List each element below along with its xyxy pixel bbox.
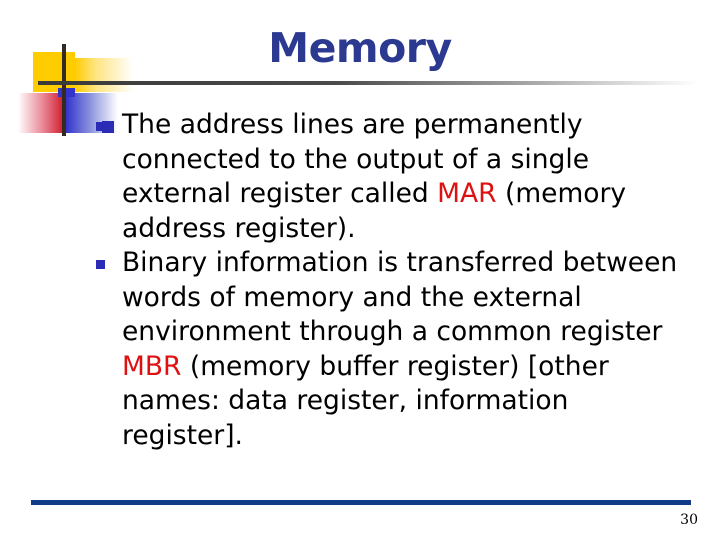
list-item: Binary information is transferred betwee…	[96, 246, 692, 453]
bullet-highlight-mbr: MBR	[122, 350, 182, 382]
bullet-text-segment: (memory address register).	[122, 178, 627, 244]
bullet-list: The address lines are permanently connec…	[96, 108, 692, 453]
blue-small-bar-icon	[58, 88, 75, 97]
bullet-text: The address lines are permanently connec…	[122, 108, 692, 246]
bullet-square-icon	[96, 246, 122, 269]
bullet-text: Binary information is transferred betwee…	[122, 246, 692, 453]
bullet-square-icon	[96, 108, 122, 131]
page-number: 30	[680, 512, 698, 528]
footer-rule	[31, 500, 691, 505]
red-gradient-square-icon	[18, 93, 66, 133]
title-underline-rule	[38, 81, 698, 85]
bullet-text-segment: (memory buffer register) [other names: d…	[122, 350, 609, 451]
list-item: The address lines are permanently connec…	[96, 108, 692, 246]
bullet-text-segment: The address lines are permanently connec…	[122, 109, 590, 209]
bullet-highlight-mar: MAR	[437, 178, 497, 209]
bullet-text-segment: Binary information is transferred betwee…	[122, 247, 678, 347]
slide-title: Memory	[268, 24, 452, 72]
